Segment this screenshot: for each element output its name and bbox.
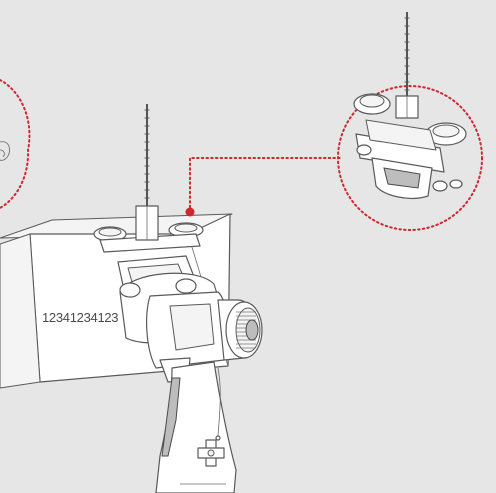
callout-connector <box>185 157 341 217</box>
left-callout-circle-icon <box>0 79 31 209</box>
drill-icon <box>117 255 263 493</box>
suction-cup-icon <box>93 205 204 253</box>
callout-anchor-dot <box>185 207 195 217</box>
block-number-marking: 12341234123 <box>42 310 118 325</box>
handle-cross-icon <box>197 439 225 467</box>
callout-circle-icon <box>337 12 483 231</box>
